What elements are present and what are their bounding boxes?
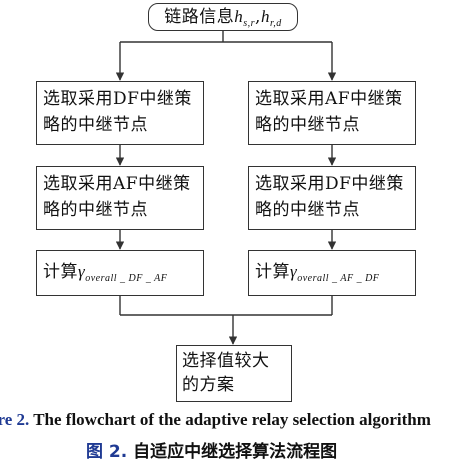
node-select-df-left-label: 选取采用DF中继策略的中继节点 [43, 89, 192, 135]
node-select-df-right: 选取采用DF中继策略的中继节点 [248, 166, 416, 230]
figure-caption-cn: 图 2. 自适应中继选择算法流程图 [86, 437, 337, 462]
caption-en-lead: ure 2. [0, 410, 30, 429]
caption-cn-lead: 图 2. [86, 442, 128, 462]
node-select-df-left: 选取采用DF中继策略的中继节点 [36, 81, 204, 145]
node-select-af-right: 选取采用AF中继策略的中继节点 [248, 81, 416, 145]
caption-cn-text: 自适应中继选择算法流程图 [127, 442, 338, 462]
node-compute-af-df-label: 计算 [255, 262, 290, 282]
gamma-symbol-left: γ [78, 262, 86, 281]
node-select-af-left-label: 选取采用AF中继策略的中继节点 [43, 174, 191, 220]
node-compute-df-af: 计算γoverall _ DF _ AF [36, 250, 204, 296]
figure-caption-en: ure 2. The flowchart of the adaptive rel… [0, 410, 431, 430]
h-symbol-1: h [234, 7, 244, 26]
gamma-subscript-left: overall _ DF _ AF [85, 273, 168, 284]
gamma-subscript-right: overall _ AF _ DF [297, 273, 380, 284]
node-link-info-label: 链路信息 [164, 7, 235, 27]
node-select-af-left: 选取采用AF中继策略的中继节点 [36, 166, 204, 230]
node-choose-larger: 选择值较大的方案 [176, 345, 292, 402]
node-select-df-right-label: 选取采用DF中继策略的中继节点 [255, 174, 404, 220]
h-subscript-1: s,r [243, 18, 256, 29]
node-link-info: 链路信息hs,r,hr,d [148, 3, 298, 31]
gamma-symbol-right: γ [290, 262, 298, 281]
h-symbol-2: h [260, 7, 270, 26]
node-compute-df-af-label: 计算 [43, 262, 78, 282]
node-compute-af-df: 计算γoverall _ AF _ DF [248, 250, 416, 296]
node-choose-larger-label: 选择值较大的方案 [182, 351, 270, 395]
h-subscript-2: r,d [269, 18, 282, 29]
caption-en-text: The flowchart of the adaptive relay sele… [29, 410, 431, 429]
node-select-af-right-label: 选取采用AF中继策略的中继节点 [255, 89, 403, 135]
